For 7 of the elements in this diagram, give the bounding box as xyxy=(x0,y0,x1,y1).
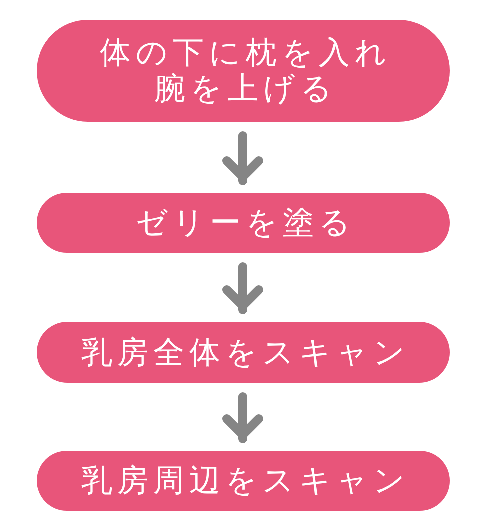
down-arrow xyxy=(222,262,264,314)
down-arrow xyxy=(222,392,264,444)
step-pill: 体の下に枕を入れ腕を上げる xyxy=(37,20,450,122)
down-arrow xyxy=(222,132,264,186)
step-pill: 乳房周辺をスキャン xyxy=(37,451,450,511)
step-pill: 乳房全体をスキャン xyxy=(37,322,450,383)
step-pill: ゼリーを塗る xyxy=(37,193,450,253)
